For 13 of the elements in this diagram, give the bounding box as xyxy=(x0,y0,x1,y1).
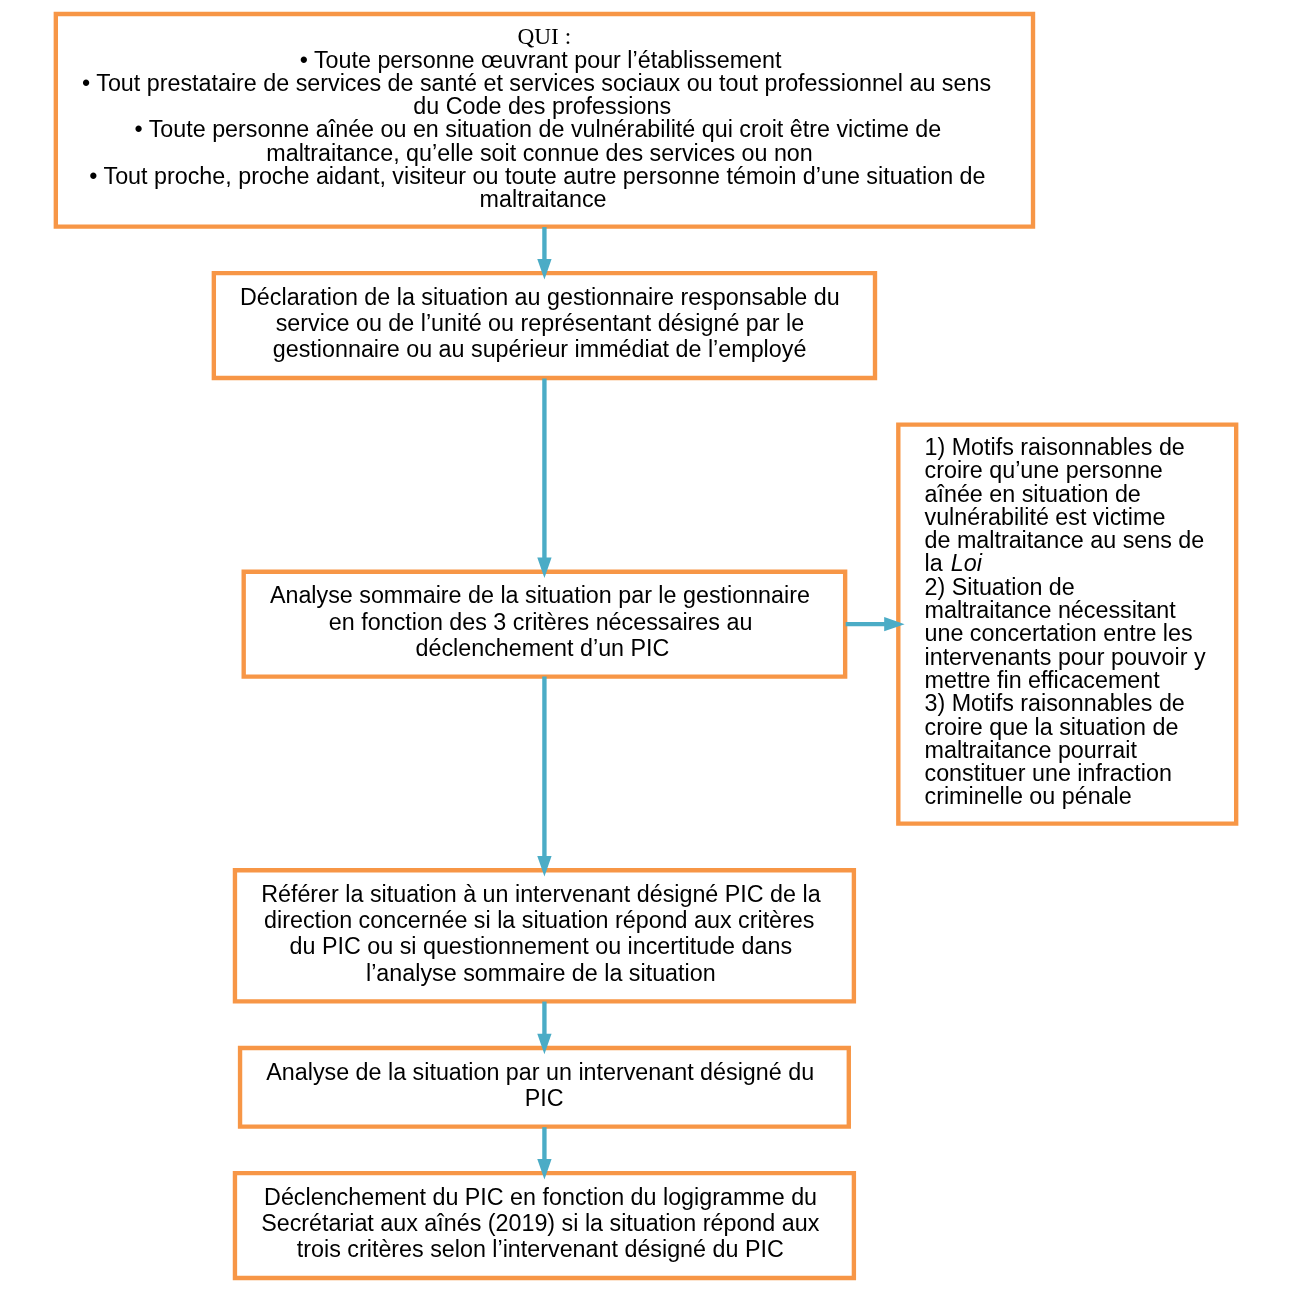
node-box: 1) Motifs raisonnables de croire qu’une personne aînée en situation de vulnérabilité est victime de maltraitance au sens de la Loi 2) Situation de maltraitance nécessitant une concertation entre les intervenants pour pouvoir y mettre fin efficacement 3) Motifs raisonnables de croire que la situation de maltraitance pourrait constituer une infraction criminelle ou pénale xyxy=(895,422,1238,826)
node-box: Déclenchement du PIC en fonction du logigramme du Secrétariat aux aînés (2019) si la situation répond aux trois critères selon l’intervenant désigné du PIC xyxy=(232,1171,856,1281)
arrow xyxy=(845,617,905,632)
arrow xyxy=(536,1127,552,1180)
node-box: Référer la situation à un intervenant désigné PIC de la direction concernée si la situation répond aux critères du PIC ou si questionnement ou incertitude dans l’analyse sommaire de la situation xyxy=(232,868,856,1004)
arrow xyxy=(536,378,552,578)
arrow xyxy=(536,676,552,877)
arrow xyxy=(536,227,552,280)
node-box: QUI : • Toute personne œuvrant pour l’établissement • Tout prestataire de services de santé et services sociaux ou tout professionnel au sens du Code des professions • Toute personne aînée ou en situation de vulnérabilité qui croit être victime de maltraitance, qu’elle soit connue des services ou non • Tout proche, proche aidant, visiteur ou toute autre personne témoin d’une situation de maltraitance xyxy=(53,11,1035,229)
node-box: Analyse sommaire de la situation par le gestionnaire en fonction des 3 critères nécessaires au déclenchement d’un PIC xyxy=(241,569,847,679)
node-box: Analyse de la situation par un intervenant désigné du PIC xyxy=(237,1045,851,1129)
arrow xyxy=(536,1001,552,1055)
node-box: Déclaration de la situation au gestionnaire responsable du service ou de l’unité ou représentant désigné par le gestionnaire ou au supérieur immédiat de l’employé xyxy=(211,271,877,381)
